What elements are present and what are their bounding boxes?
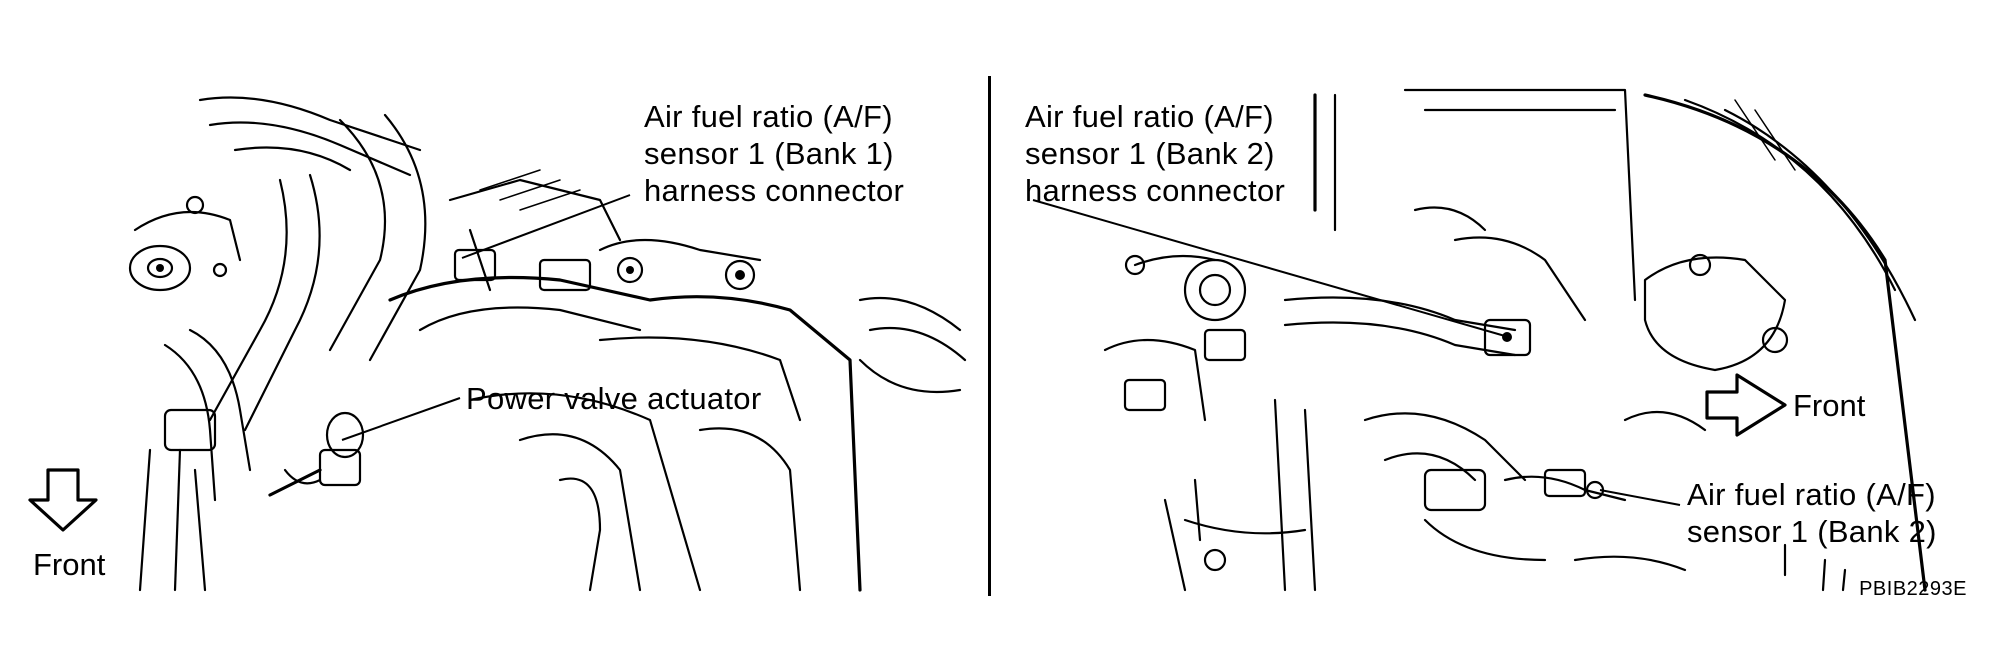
af-sensor-bank2-connector-label: Air fuel ratio (A/F) sensor 1 (Bank 2) h… bbox=[1025, 98, 1285, 209]
right-engine-view: Air fuel ratio (A/F) sensor 1 (Bank 2) h… bbox=[985, 0, 1997, 671]
callout-line: Air fuel ratio (A/F) bbox=[1687, 477, 1936, 512]
front-arrow-right-icon bbox=[1705, 373, 1787, 437]
callout-line: Air fuel ratio (A/F) bbox=[1025, 99, 1274, 134]
left-engine-view: Air fuel ratio (A/F) sensor 1 (Bank 1) h… bbox=[0, 0, 985, 671]
front-label-right: Front bbox=[1793, 388, 1866, 423]
callout-line: harness connector bbox=[1025, 173, 1286, 208]
callout-line: harness connector bbox=[644, 173, 905, 208]
callout-line: Air fuel ratio (A/F) bbox=[644, 99, 893, 134]
front-label-left: Front bbox=[33, 547, 106, 582]
callout-line: sensor 1 (Bank 2) bbox=[1687, 514, 1937, 549]
callout-line: sensor 1 (Bank 2) bbox=[1025, 136, 1275, 171]
power-valve-actuator-label: Power valve actuator bbox=[466, 381, 762, 416]
panel-divider bbox=[988, 76, 991, 596]
left-engine-illustration bbox=[28, 96, 967, 592]
af-sensor-bank2-label: Air fuel ratio (A/F) sensor 1 (Bank 2) bbox=[1687, 476, 1937, 550]
callout-line: sensor 1 (Bank 1) bbox=[644, 136, 894, 171]
figure-code: PBIB2293E bbox=[1859, 578, 1967, 600]
front-arrow-down-icon bbox=[28, 468, 98, 532]
right-engine-illustration bbox=[1032, 88, 1927, 592]
af-sensor-bank1-connector-label: Air fuel ratio (A/F) sensor 1 (Bank 1) h… bbox=[644, 98, 904, 209]
